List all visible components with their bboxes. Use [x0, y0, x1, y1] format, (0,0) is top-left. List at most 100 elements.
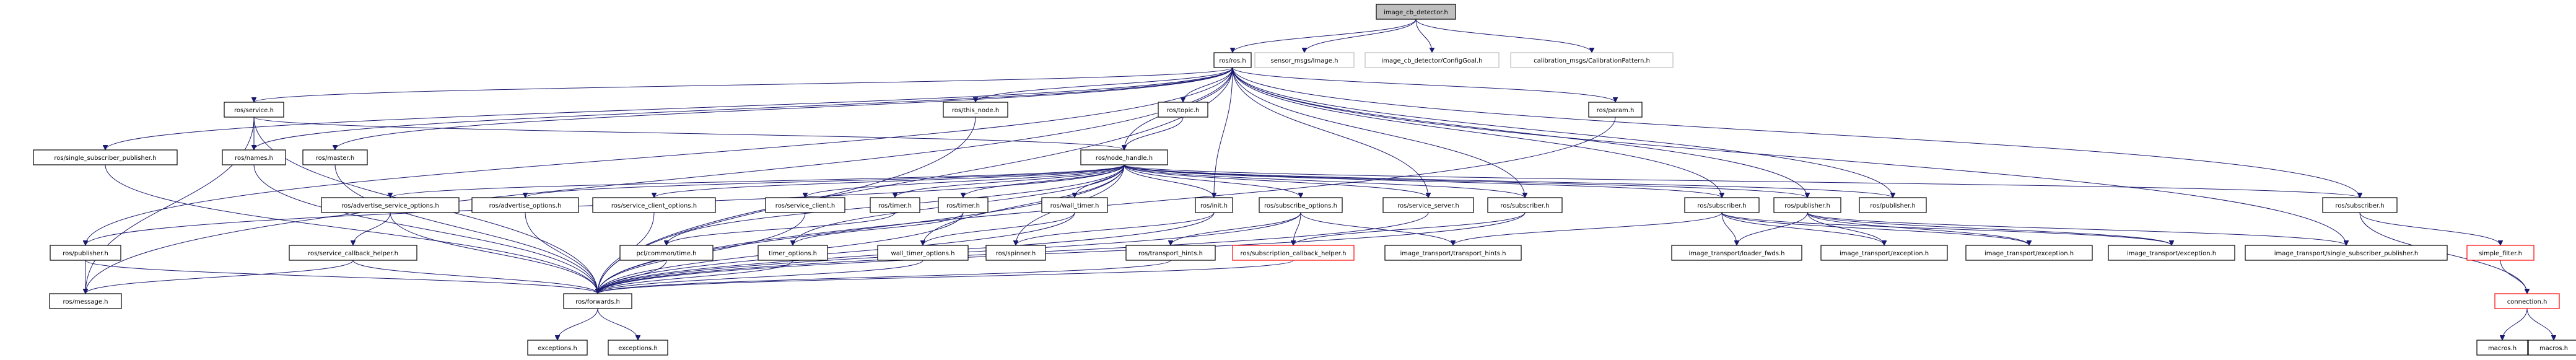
edge-srv_cb_helper-to-forwards — [352, 260, 598, 294]
node-it-single-sub-pub[interactable]: image_transport/single_subscriber_publis… — [2245, 245, 2448, 261]
node-adv-opts[interactable]: ros/advertise_options.h — [471, 197, 579, 213]
edge-timer2-to-timer_opts — [793, 212, 964, 246]
node-exceptions2[interactable]: exceptions.h — [608, 340, 668, 356]
node-names[interactable]: ros/names.h — [222, 149, 286, 165]
node-sub-opts[interactable]: ros/subscribe_options.h — [1259, 197, 1343, 213]
edge-subscriber2-to-it_loader_fwds — [1721, 212, 1737, 245]
node-box — [985, 245, 1046, 261]
node-it-exception2[interactable]: image_transport/exception.h — [1965, 245, 2093, 261]
node-it-exception3[interactable]: image_transport/exception.h — [2108, 245, 2235, 261]
node-sub-cb-helper[interactable]: ros/subscription_callback_helper.h — [1232, 245, 1355, 261]
node-label: ros/transport_hints.h — [1138, 250, 1203, 257]
edge-ros_ros-to-names — [254, 67, 1233, 150]
node-box — [1213, 52, 1252, 68]
node-label: ros/subscriber.h — [1697, 203, 1746, 209]
node-box — [563, 293, 632, 309]
edge-subscriber1-to-sub_cb_helper — [1293, 212, 1526, 246]
node-pcl-time[interactable]: pcl/common/time.h — [619, 245, 714, 261]
node-box — [1588, 102, 1643, 118]
node-label: wall_timer_options.h — [891, 250, 955, 257]
node-label: ros/service_client_options.h — [611, 203, 697, 209]
edge-node_handle-to-sub_opts — [1124, 164, 1301, 198]
node-box — [2494, 293, 2560, 309]
node-label: calibration_msgs/CalibrationPattern.h — [1534, 58, 1650, 64]
node-this-node[interactable]: ros/this_node.h — [943, 102, 1008, 118]
node-adv-srv-opts[interactable]: ros/advertise_service_options.h — [321, 197, 460, 213]
node-service[interactable]: ros/service.h — [224, 102, 284, 118]
node-subscriber1[interactable]: ros/subscriber.h — [1487, 197, 1563, 213]
node-connection[interactable]: connection.h — [2494, 293, 2560, 309]
edge-simple_filter-to-connection — [2500, 260, 2527, 294]
node-master[interactable]: ros/master.h — [302, 149, 368, 165]
node-timer1[interactable]: ros/timer.h — [870, 197, 920, 213]
edge-timer1-to-pcl_time — [666, 212, 896, 246]
node-sensor-image[interactable]: sensor_msgs/Image.h — [1254, 52, 1355, 68]
node-wall-timer[interactable]: ros/wall_timer.h — [1041, 197, 1108, 213]
node-macros1[interactable]: macros.h — [2476, 340, 2528, 356]
node-single-sub-pub[interactable]: ros/single_subscriber_publisher.h — [33, 149, 178, 165]
edge-names-to-forwards — [253, 164, 598, 294]
node-box — [321, 197, 460, 213]
node-simple-filter[interactable]: simple_filter.h — [2466, 245, 2535, 261]
edge-node_handle-to-timer1 — [895, 164, 1125, 198]
node-timer-opts[interactable]: timer_options.h — [758, 245, 828, 261]
edge-ros_ros-to-subscriber1 — [1232, 67, 1525, 198]
node-it-exception1[interactable]: image_transport/exception.h — [1820, 245, 1948, 261]
node-transport-hints[interactable]: ros/transport_hints.h — [1125, 245, 1216, 261]
node-label: image_transport/exception.h — [1984, 250, 2074, 257]
node-publisher3[interactable]: ros/publisher.h — [1859, 197, 1927, 213]
edge-subscriber2-to-it_exception3 — [1721, 212, 2172, 246]
node-publisher1[interactable]: ros/publisher.h — [50, 245, 121, 261]
node-box — [938, 197, 989, 213]
node-configgoal[interactable]: image_cb_detector/ConfigGoal.h — [1364, 52, 1500, 68]
node-box — [289, 245, 417, 261]
node-label: ros/message.h — [63, 299, 108, 305]
node-box — [1364, 52, 1500, 68]
edge-sub_opts-to-it_transport_hints — [1300, 212, 1453, 246]
node-forwards[interactable]: ros/forwards.h — [563, 293, 632, 309]
edge-ros_ros-to-param — [1232, 67, 1615, 103]
edge-node_handle-to-subscriber3 — [1124, 164, 2360, 198]
node-calibpattern[interactable]: calibration_msgs/CalibrationPattern.h — [1510, 52, 1674, 68]
edge-transport_hints-to-forwards — [598, 260, 1171, 294]
node-param[interactable]: ros/param.h — [1588, 102, 1643, 118]
edge-publisher2-to-it_single_sub_pub — [1807, 212, 2346, 246]
node-it-loader-fwds[interactable]: image_transport/loader_fwds.h — [1671, 245, 1802, 261]
node-label: ros/node_handle.h — [1096, 155, 1153, 162]
node-label: ros/init.h — [1200, 203, 1228, 209]
edge-sub_opts-to-transport_hints — [1171, 212, 1301, 246]
node-box — [870, 197, 920, 213]
node-srv-cb-helper[interactable]: ros/service_callback_helper.h — [289, 245, 417, 261]
node-it-transport-hints[interactable]: image_transport/transport_hints.h — [1384, 245, 1522, 261]
node-root[interactable]: image_cb_detector.h — [1376, 4, 1456, 20]
node-box — [2466, 245, 2535, 261]
node-box — [1254, 52, 1355, 68]
node-label: image_transport/single_subscriber_publis… — [2274, 250, 2418, 257]
node-label: ros/subscriber.h — [1500, 203, 1549, 209]
node-timer2[interactable]: ros/timer.h — [938, 197, 989, 213]
node-box — [608, 340, 668, 356]
edge-node_handle-to-publisher3 — [1124, 164, 1893, 198]
edge-subscriber2-to-it_exception1 — [1721, 212, 1884, 246]
node-box — [619, 245, 714, 261]
node-ros-ros[interactable]: ros/ros.h — [1213, 52, 1252, 68]
node-srv-client[interactable]: ros/service_client.h — [765, 197, 845, 213]
node-box — [877, 245, 969, 261]
node-subscriber2[interactable]: ros/subscriber.h — [1684, 197, 1760, 213]
node-macros2[interactable]: macros.h — [2528, 340, 2576, 356]
node-init[interactable]: ros/init.h — [1195, 197, 1233, 213]
node-spinner[interactable]: ros/spinner.h — [985, 245, 1046, 261]
node-publisher2[interactable]: ros/publisher.h — [1773, 197, 1841, 213]
edge-node_handle-to-publisher2 — [1124, 164, 1807, 198]
node-message[interactable]: ros/message.h — [49, 293, 122, 309]
node-exceptions1[interactable]: exceptions.h — [527, 340, 588, 356]
node-srv-client-opts[interactable]: ros/service_client_options.h — [592, 197, 716, 213]
node-wall-timer-opts[interactable]: wall_timer_options.h — [877, 245, 969, 261]
node-topic[interactable]: ros/topic.h — [1158, 102, 1208, 118]
node-box — [2322, 197, 2398, 213]
node-subscriber3[interactable]: ros/subscriber.h — [2322, 197, 2398, 213]
node-node-handle[interactable]: ros/node_handle.h — [1080, 149, 1168, 165]
edge-forwards-to-exceptions1 — [557, 308, 598, 341]
node-srv-server[interactable]: ros/service_server.h — [1382, 197, 1474, 213]
edge-master-to-forwards — [334, 164, 598, 294]
